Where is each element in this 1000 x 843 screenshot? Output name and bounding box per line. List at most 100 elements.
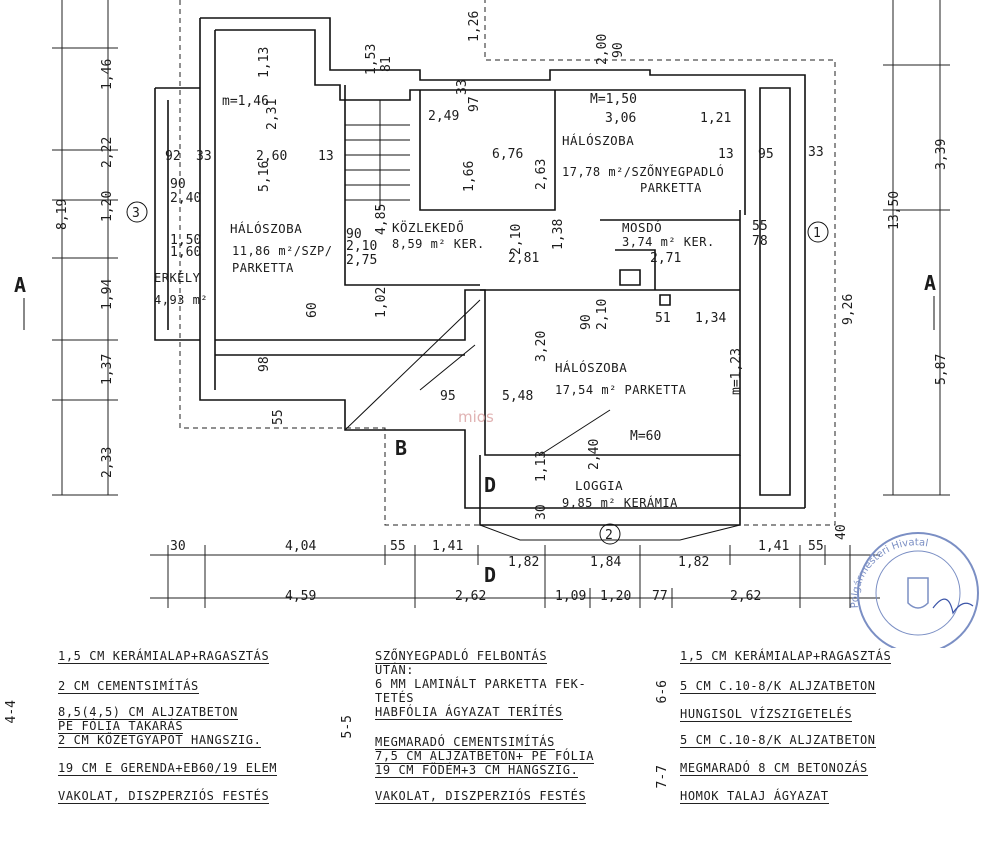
svg-text:6,76: 6,76 — [492, 147, 523, 162]
svg-text:5,16: 5,16 — [257, 161, 272, 192]
materials-legend: 4-4 1,5 CM KERÁMIALAP+RAGASZTÁS 2 CM CEM… — [4, 649, 892, 804]
section-label: 6-6 — [655, 680, 670, 704]
svg-text:2,00: 2,00 — [595, 34, 610, 65]
svg-text:1,94: 1,94 — [100, 279, 115, 310]
svg-text:2,10: 2,10 — [346, 239, 377, 254]
svg-text:97: 97 — [467, 96, 482, 112]
section-b-marker: B — [395, 436, 407, 460]
svg-text:2,62: 2,62 — [730, 589, 761, 604]
svg-text:2,71: 2,71 — [650, 251, 681, 266]
room-floor: PARKETTA — [232, 261, 294, 275]
room-name: HÁLÓSZOBA — [555, 360, 627, 375]
room-info: 3,74 m² KER. — [622, 235, 715, 249]
svg-text:1,37: 1,37 — [100, 354, 115, 385]
inner-dimensions: m=1,46 2,31 2,60 13 5,16 92 33 90 2,40 1… — [165, 92, 824, 520]
svg-text:1,38: 1,38 — [551, 219, 566, 250]
svg-text:2,10: 2,10 — [595, 299, 610, 330]
svg-text:81: 81 — [379, 56, 394, 72]
section-d-marker-bottom: D — [484, 563, 496, 587]
svg-text:1,21: 1,21 — [700, 111, 731, 126]
room-name: KÖZLEKEDŐ — [392, 219, 464, 235]
section-label: 4-4 — [4, 700, 19, 724]
axis-markers: 3 1 2 A A B D D — [14, 201, 936, 587]
axis-3-marker: 3 — [132, 206, 140, 221]
svg-text:4,04: 4,04 — [285, 539, 316, 554]
section-a-left: A — [14, 273, 26, 297]
svg-text:1,66: 1,66 — [462, 161, 477, 192]
bottom-dimensions: 30 4,04 55 1,41 1,82 1,84 1,82 1,41 55 4… — [170, 524, 849, 604]
svg-text:2,62: 2,62 — [455, 589, 486, 604]
axis-1-marker: 1 — [813, 226, 821, 241]
room-info: 8,59 m² KER. — [392, 237, 485, 251]
svg-text:1,60: 1,60 — [170, 245, 201, 260]
svg-text:55: 55 — [752, 219, 768, 234]
svg-text:2,75: 2,75 — [346, 253, 377, 268]
section-a-right: A — [924, 271, 936, 295]
svg-text:2,33: 2,33 — [100, 447, 115, 478]
svg-text:2,49: 2,49 — [428, 109, 459, 124]
svg-text:9,26: 9,26 — [841, 294, 856, 325]
svg-text:1,82: 1,82 — [678, 555, 709, 570]
axis-2-marker: 2 — [605, 528, 613, 543]
walls — [154, 17, 806, 541]
room-info: 11,86 m²/SZP/ — [232, 244, 332, 258]
svg-text:2,10: 2,10 — [509, 224, 524, 255]
stamp-text: Polgármesteri Hivatal — [850, 537, 929, 608]
svg-text:60: 60 — [305, 302, 320, 318]
svg-text:3,39: 3,39 — [934, 139, 949, 170]
svg-text:8,19: 8,19 — [55, 199, 70, 230]
svg-text:M=1,50: M=1,50 — [590, 92, 637, 107]
svg-text:33: 33 — [808, 145, 824, 160]
svg-text:51: 51 — [655, 311, 671, 326]
svg-text:98: 98 — [257, 356, 272, 372]
svg-text:2,31: 2,31 — [265, 99, 280, 130]
svg-text:1,13: 1,13 — [257, 47, 272, 78]
svg-text:3,20: 3,20 — [534, 331, 549, 362]
room-info: 17,54 m² PARKETTA — [555, 383, 687, 397]
svg-text:55: 55 — [808, 539, 824, 554]
svg-text:1,46: 1,46 — [100, 59, 115, 90]
room-info: 17,78 m²/SZŐNYEGPADLÓ — [562, 164, 724, 179]
official-stamp: Polgármesteri Hivatal — [850, 532, 979, 648]
svg-text:m=1,46: m=1,46 — [222, 94, 269, 109]
svg-text:90: 90 — [346, 227, 362, 242]
watermark: mios — [458, 408, 494, 426]
floor-plan: 3 1 2 A A B D D HÁLÓSZOBA 17,78 m²/SZŐNY… — [14, 0, 950, 608]
svg-text:M=60: M=60 — [630, 429, 661, 444]
svg-text:95: 95 — [440, 389, 456, 404]
svg-text:1,84: 1,84 — [590, 555, 621, 570]
svg-text:33: 33 — [455, 79, 470, 95]
svg-text:90: 90 — [579, 314, 594, 330]
svg-text:92: 92 — [165, 149, 181, 164]
svg-text:90: 90 — [170, 177, 186, 192]
section-label: 7-7 — [655, 765, 670, 789]
room-name: LOGGIA — [575, 478, 623, 493]
room-name: HÁLÓSZOBA — [562, 133, 634, 148]
svg-text:1,34: 1,34 — [695, 311, 726, 326]
svg-text:78: 78 — [752, 234, 768, 249]
section-label: 5-5 — [340, 715, 355, 739]
svg-text:4,85: 4,85 — [374, 204, 389, 235]
svg-text:30: 30 — [534, 504, 549, 520]
svg-text:2,60: 2,60 — [256, 149, 287, 164]
svg-text:1,09: 1,09 — [555, 589, 586, 604]
svg-text:2,63: 2,63 — [534, 159, 549, 190]
top-dimensions: 1,13 1,53 81 1,26 2,00 90 97 33 — [257, 11, 626, 112]
svg-text:13: 13 — [318, 149, 334, 164]
svg-text:1,50: 1,50 — [170, 233, 201, 248]
room-labels: HÁLÓSZOBA 17,78 m²/SZŐNYEGPADLÓ PARKETTA… — [154, 133, 724, 510]
right-dimensions: 3,39 13,50 9,26 5,87 — [841, 139, 949, 385]
svg-text:55: 55 — [271, 409, 286, 425]
svg-text:55: 55 — [390, 539, 406, 554]
svg-text:90: 90 — [611, 42, 626, 58]
svg-text:1,26: 1,26 — [467, 11, 482, 42]
room-info: 9,85 m² KERÁMIA — [562, 495, 678, 510]
svg-text:13,50: 13,50 — [887, 191, 902, 230]
svg-text:m=1,23: m=1,23 — [729, 348, 744, 395]
svg-text:1,82: 1,82 — [508, 555, 539, 570]
svg-text:4,59: 4,59 — [285, 589, 316, 604]
svg-text:2,81: 2,81 — [508, 251, 539, 266]
room-name: MOSDÓ — [622, 220, 662, 235]
room-info: 4,93 m² — [154, 293, 208, 307]
svg-text:2,22: 2,22 — [100, 137, 115, 168]
